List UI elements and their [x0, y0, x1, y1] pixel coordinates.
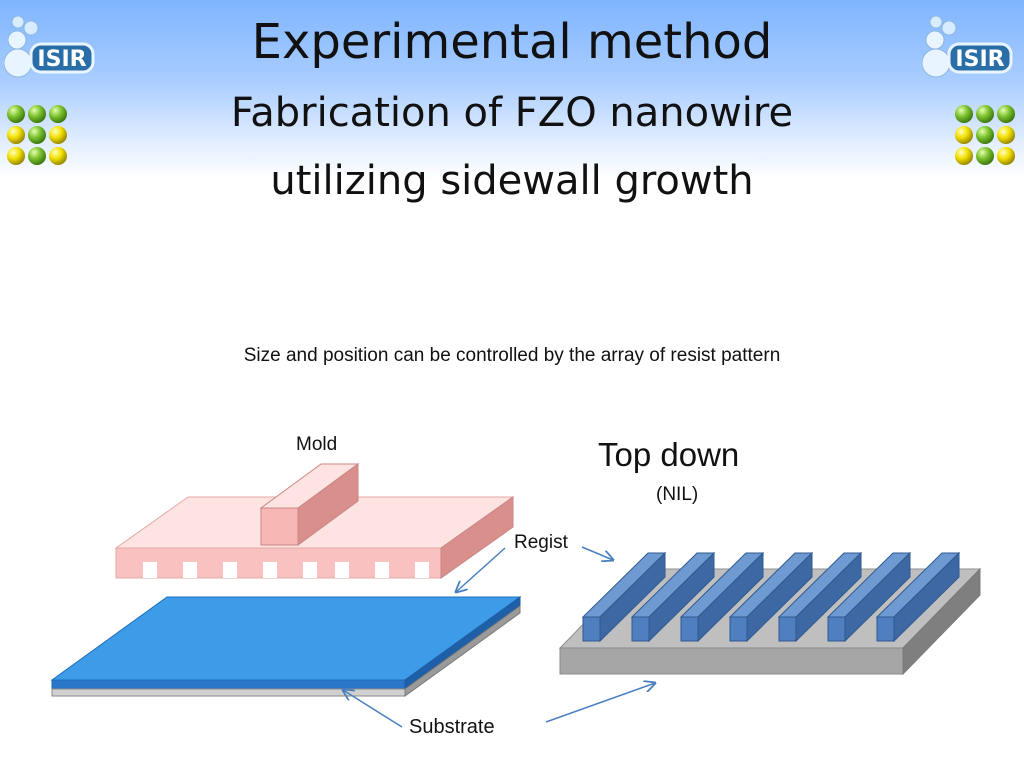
isir-logo-text: ISIR	[37, 47, 86, 72]
header-band	[0, 0, 1024, 180]
regist-arrow-right	[581, 546, 613, 560]
substrate-arrow-right	[545, 683, 655, 723]
regist-label: Regist	[514, 532, 568, 553]
substrate-label: Substrate	[409, 716, 495, 738]
resist-bars	[581, 551, 961, 643]
slide-title: Experimental method	[251, 14, 773, 70]
dot-grid-left	[7, 105, 67, 165]
substrate-arrow-left	[343, 690, 403, 728]
isir-logo-right: ISIR	[922, 15, 1013, 78]
dot-grid-right	[955, 105, 1015, 165]
slide-subtitle-line1: Fabrication of FZO nanowire	[230, 90, 794, 136]
regist-arrow-left	[456, 547, 506, 592]
resist-bar	[728, 551, 814, 643]
resist-bar	[581, 551, 667, 643]
isir-logo-text: ISIR	[955, 47, 1004, 72]
substrate-with-film	[50, 596, 522, 697]
mold-handle	[259, 463, 360, 546]
resist-bar	[875, 551, 961, 643]
top-down-label: Top down	[598, 436, 740, 473]
resist-bar	[679, 551, 765, 643]
resist-bar	[777, 551, 863, 643]
isir-logo-left: ISIR	[4, 15, 95, 78]
resist-bar	[630, 551, 716, 643]
nil-label: (NIL)	[656, 484, 699, 505]
slide-caption: Size and position can be controlled by t…	[243, 345, 781, 366]
slide-subtitle-line2: utilizing sidewall growth	[270, 158, 754, 204]
resist-bar	[826, 551, 912, 643]
mold-label: Mold	[296, 434, 338, 455]
